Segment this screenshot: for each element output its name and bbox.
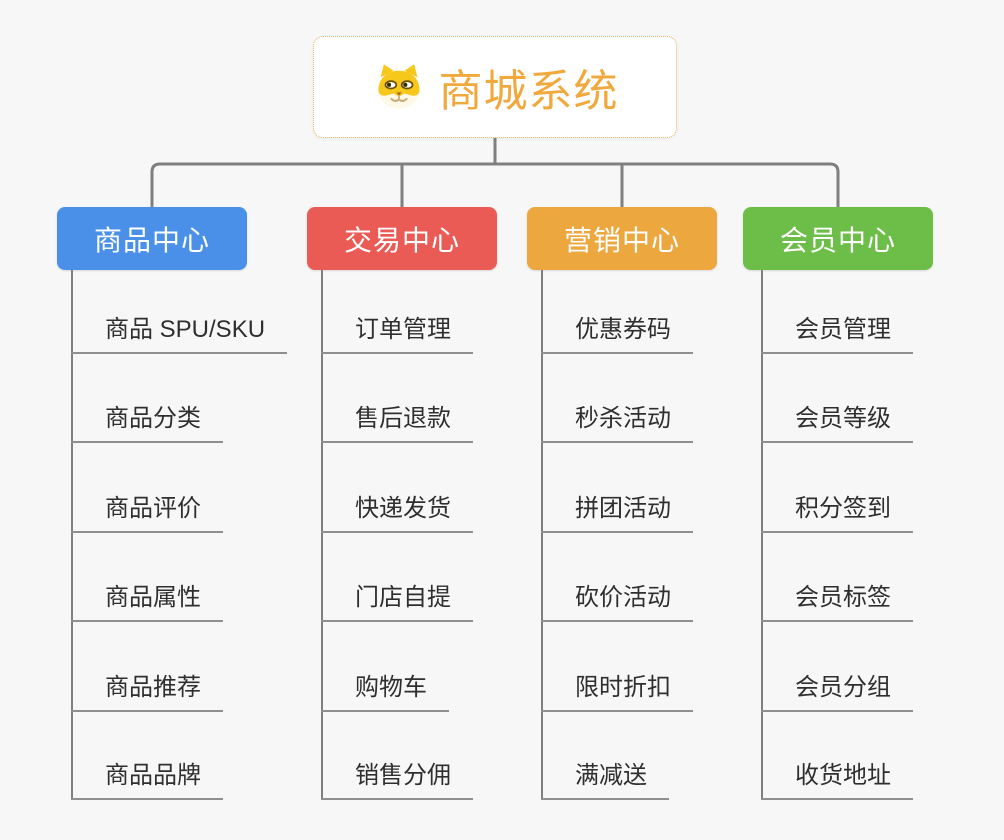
leaf-express-delivery[interactable]: 快递发货: [321, 493, 473, 533]
leaf-coupon-code[interactable]: 优惠券码: [541, 314, 693, 354]
leaf-member-tag[interactable]: 会员标签: [761, 582, 913, 622]
leaf-bargain-activity[interactable]: 砍价活动: [541, 582, 693, 622]
spine-product-center: [71, 270, 73, 800]
spine-marketing-center: [541, 270, 543, 800]
branch-label: 会员中心: [779, 224, 896, 256]
leaf-order-management[interactable]: 订单管理: [321, 314, 473, 354]
leaf-product-brand[interactable]: 商品品牌: [71, 760, 223, 800]
leaf-product-category[interactable]: 商品分类: [71, 403, 223, 443]
branch-label: 交易中心: [343, 224, 460, 256]
leaf-sales-commission[interactable]: 销售分佣: [321, 760, 473, 800]
branch-member-center[interactable]: 会员中心: [743, 207, 933, 270]
leaf-points-checkin[interactable]: 积分签到: [761, 493, 913, 533]
branch-marketing-center[interactable]: 营销中心: [527, 207, 717, 270]
leaf-product-review[interactable]: 商品评价: [71, 493, 223, 533]
leaf-limited-time-discount[interactable]: 限时折扣: [541, 672, 693, 712]
leaf-flash-sale[interactable]: 秒杀活动: [541, 403, 693, 443]
root-node[interactable]: 商城系统: [313, 36, 677, 138]
leaf-product-attribute[interactable]: 商品属性: [71, 582, 223, 622]
root-title: 商城系统: [438, 67, 619, 116]
spine-member-center: [761, 270, 763, 800]
branch-label: 商品中心: [93, 224, 210, 256]
leaf-member-management[interactable]: 会员管理: [761, 314, 913, 354]
leaf-shopping-cart[interactable]: 购物车: [321, 672, 449, 712]
leaf-after-sales-refund[interactable]: 售后退款: [321, 403, 473, 443]
leaf-full-reduction[interactable]: 满减送: [541, 760, 669, 800]
leaf-member-group[interactable]: 会员分组: [761, 672, 913, 712]
leaf-store-pickup[interactable]: 门店自提: [321, 582, 473, 622]
branch-trade-center[interactable]: 交易中心: [307, 207, 497, 270]
branch-label: 营销中心: [563, 224, 680, 256]
leaf-member-level[interactable]: 会员等级: [761, 403, 913, 443]
branch-product-center[interactable]: 商品中心: [57, 207, 247, 270]
dog-face-icon: [377, 64, 420, 109]
leaf-product-recommend[interactable]: 商品推荐: [71, 672, 223, 712]
spine-trade-center: [321, 270, 323, 800]
leaf-group-buy[interactable]: 拼团活动: [541, 493, 693, 533]
leaf-shipping-address[interactable]: 收货地址: [761, 760, 913, 800]
leaf-product-spu-sku[interactable]: 商品 SPU/SKU: [71, 314, 288, 354]
